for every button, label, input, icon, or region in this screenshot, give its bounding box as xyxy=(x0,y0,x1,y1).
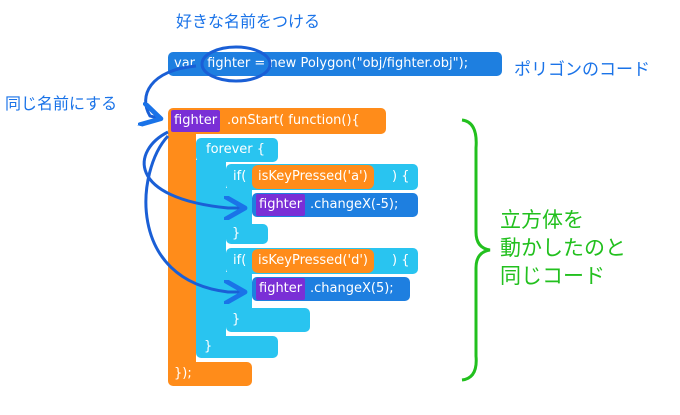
var-declaration-block[interactable]: var fighter = new Polygon("obj/fighter.o… xyxy=(168,52,502,76)
onstart-text: .onStart( function(){ xyxy=(227,113,360,128)
onstart-end-block: }); xyxy=(168,362,252,386)
if-a-close: ) { xyxy=(392,169,410,184)
same-code-line-3: 同じコード xyxy=(500,264,605,288)
call-2-method: .changeX(5); xyxy=(310,281,394,296)
same-code-line-1: 立方体を xyxy=(500,208,584,232)
same-name-label: 同じ名前にする xyxy=(5,94,118,113)
forever-end-brace: } xyxy=(204,339,213,354)
forever-label: forever { xyxy=(206,142,266,157)
if-a-end: } xyxy=(226,224,268,244)
if-d-end-brace: } xyxy=(232,312,241,327)
same-code-brace xyxy=(461,118,491,382)
call-1-object[interactable]: fighter xyxy=(256,194,306,216)
onstart-rail xyxy=(168,130,196,368)
polygon-code-label: ポリゴンのコード xyxy=(514,60,650,80)
cond-d-pill[interactable]: isKeyPressed('d') xyxy=(252,249,374,273)
link-arrow-2 xyxy=(144,134,242,292)
link-arrow-1 xyxy=(142,130,242,208)
rename-arrow xyxy=(146,64,197,118)
name-hint-label: 好きな名前をつける xyxy=(176,12,321,31)
onstart-end-text: }); xyxy=(174,366,192,381)
if-a-end-brace: } xyxy=(232,226,241,241)
call-1-method: .changeX(-5); xyxy=(310,197,399,212)
if-a-open: if( xyxy=(233,169,247,184)
if-d-open: if( xyxy=(233,253,247,268)
var-name-highlight-ellipse xyxy=(200,45,272,83)
onstart-object[interactable]: fighter xyxy=(171,110,221,132)
call-2-object[interactable]: fighter xyxy=(256,278,306,300)
same-code-line-2: 動かしたのと xyxy=(500,236,626,260)
forever-block[interactable]: forever { xyxy=(196,138,278,162)
if-d-end: } xyxy=(226,308,310,332)
forever-rail xyxy=(196,160,226,340)
forever-end-block: } xyxy=(196,336,278,358)
if-d-close: ) { xyxy=(392,253,410,268)
var-name: fighter xyxy=(207,56,251,71)
var-constructor: = new Polygon("obj/fighter.obj"); xyxy=(250,56,469,71)
cond-a-pill[interactable]: isKeyPressed('a') xyxy=(252,165,374,189)
